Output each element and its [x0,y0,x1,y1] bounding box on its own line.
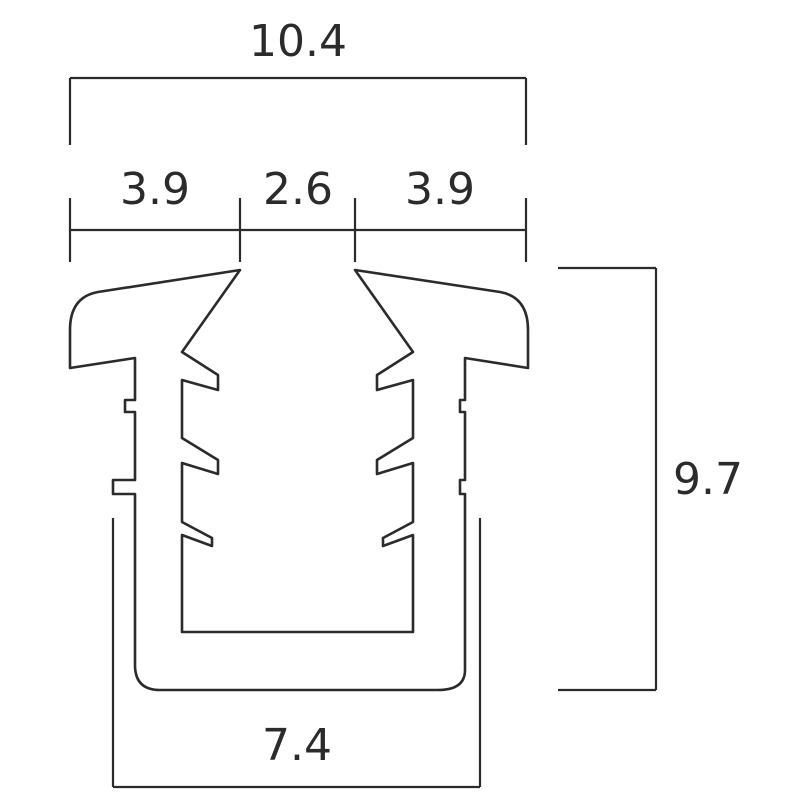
label-base-width: 7.4 [262,720,332,771]
label-center-width: 2.6 [263,164,333,215]
dimension-height [558,266,658,692]
label-height: 9.7 [673,454,743,505]
dimension-overall-width [68,76,528,145]
label-overall-width: 10.4 [249,16,347,67]
label-right-width: 3.9 [405,164,475,215]
label-left-width: 3.9 [120,164,190,215]
dimension-segment-widths [68,198,528,262]
trim-profile [68,268,530,692]
dimension-base-width [111,518,482,789]
